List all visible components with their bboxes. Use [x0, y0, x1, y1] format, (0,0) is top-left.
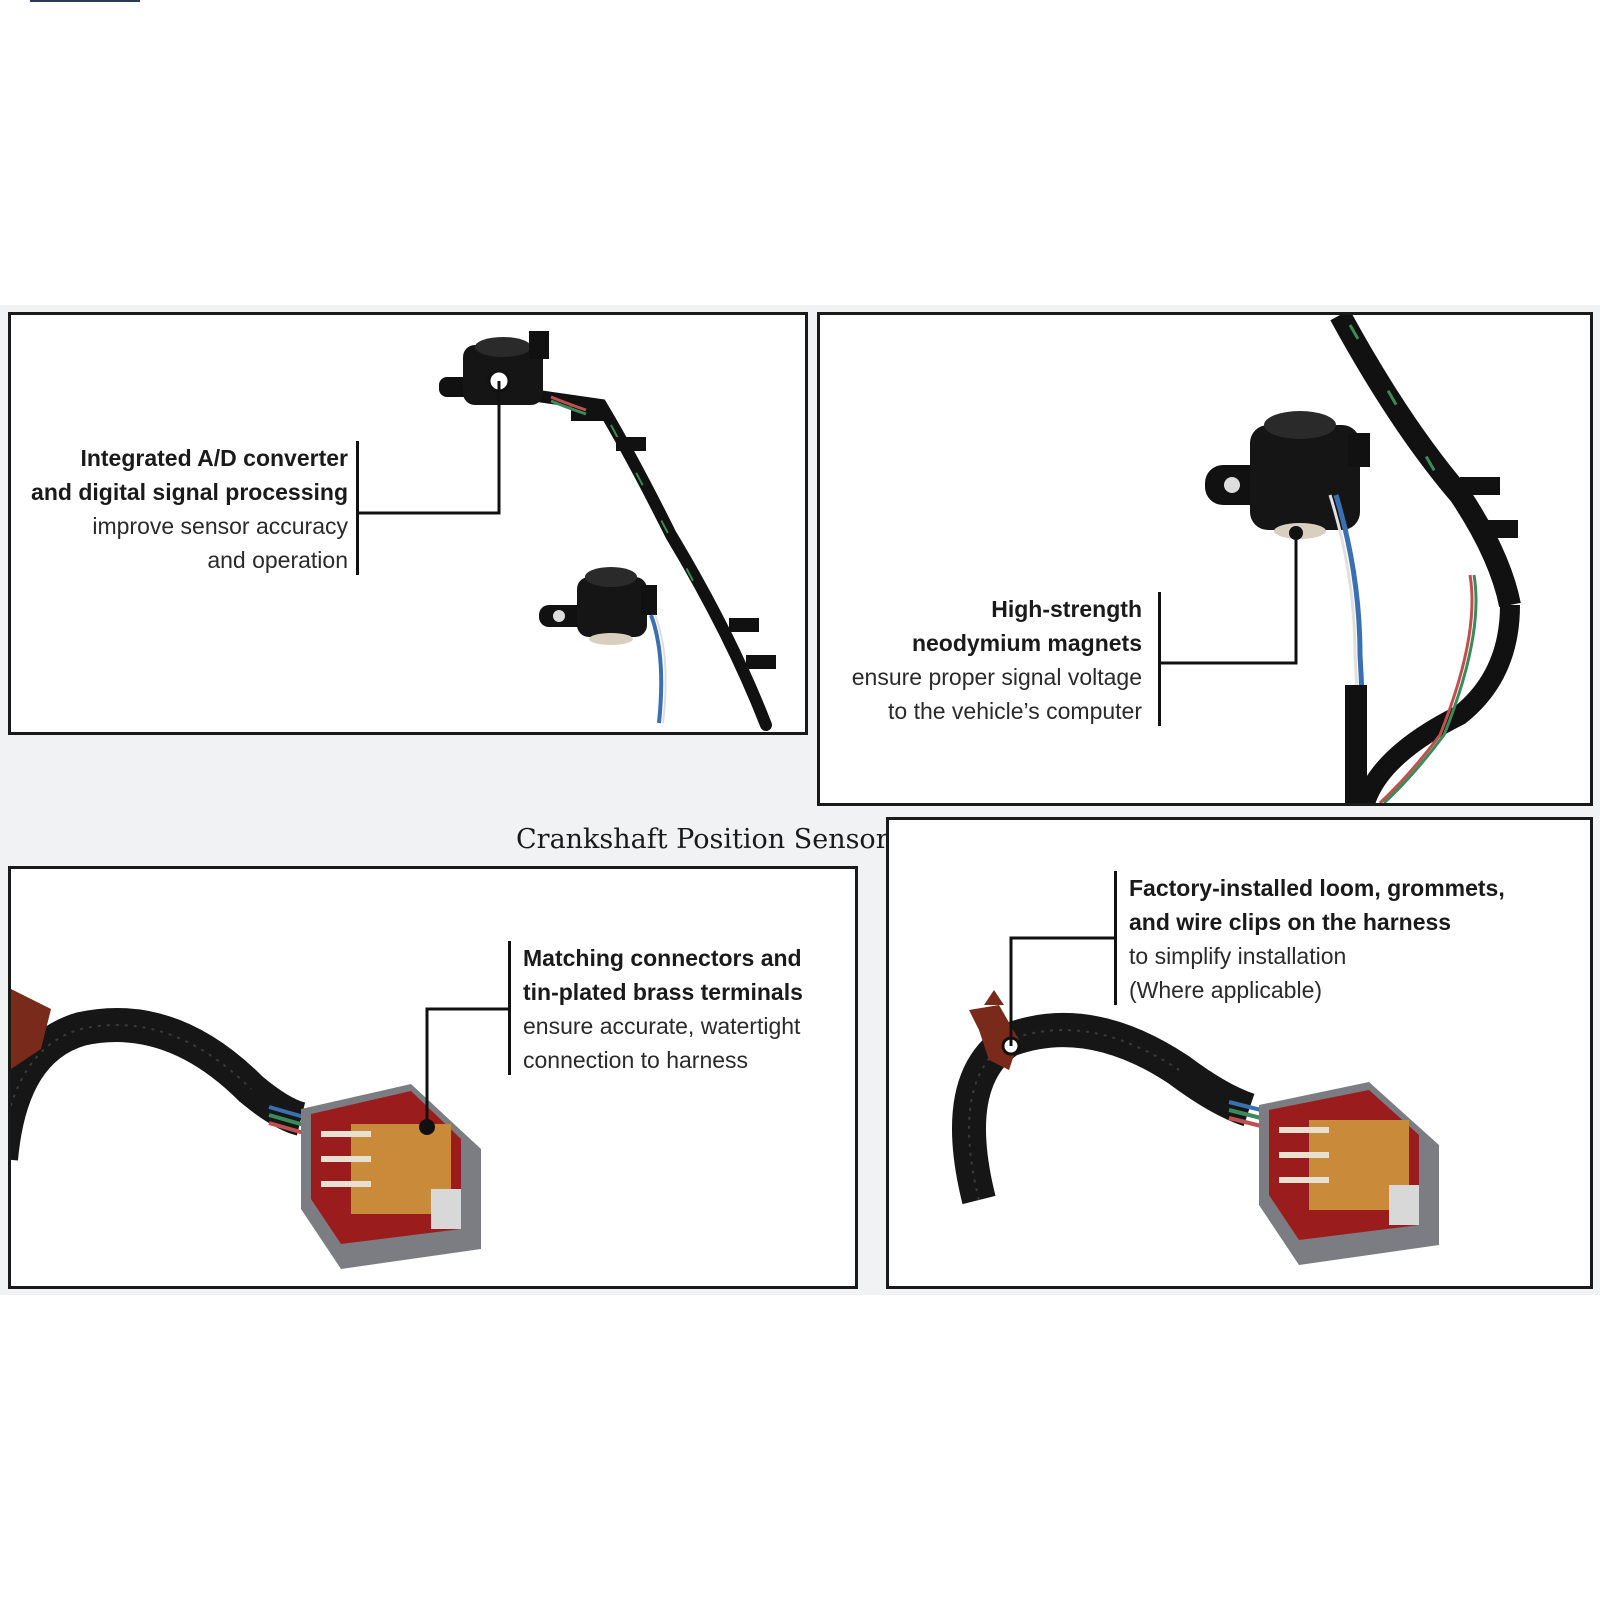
callout-magnets: High-strength neodymium magnets ensure p… [852, 592, 1142, 728]
callout-text-line: (Where applicable) [1129, 977, 1323, 1003]
callout-bold-line: neodymium magnets [911, 630, 1142, 656]
panel-ad-converter: Integrated A/D converter and digital sig… [8, 312, 808, 735]
callout-text-line: ensure proper signal voltage [851, 664, 1142, 690]
callout-text-line: connection to harness [523, 1047, 749, 1073]
callout-text-line: to simplify installation [1129, 943, 1347, 969]
loom-harness-illustration [952, 936, 1439, 1265]
lower-sensor [539, 567, 657, 645]
callout-text-line: improve sensor accuracy [92, 513, 348, 539]
callout-bold-line: Integrated A/D converter [80, 445, 348, 471]
callout-bold-line: High-strength [991, 596, 1142, 622]
top-accent-line [30, 0, 140, 2]
callout-bold-line: and digital signal processing [31, 479, 348, 505]
callout-ad-converter: Integrated A/D converter and digital sig… [31, 441, 348, 577]
callout-text-line: and operation [207, 547, 348, 573]
callout-loom: Factory-installed loom, grommets, and wi… [1129, 871, 1505, 1007]
callout-bold-line: and wire clips on the harness [1129, 909, 1452, 935]
panel-magnets: High-strength neodymium magnets ensure p… [817, 312, 1593, 806]
sensor-closeup-illustration [1160, 315, 1521, 803]
callout-bar [356, 441, 359, 575]
connector-housing [301, 1084, 481, 1269]
callout-bar [508, 941, 511, 1075]
panel-loom: Factory-installed loom, grommets, and wi… [886, 817, 1593, 1289]
callout-text-line: ensure accurate, watertight [523, 1013, 801, 1039]
panel-connectors: Matching connectors and tin-plated brass… [8, 866, 858, 1289]
callout-bar [1114, 871, 1117, 1005]
callout-bar [1158, 592, 1161, 726]
sensor-harness-illustration [359, 331, 776, 731]
upper-sensor [439, 331, 549, 405]
callout-connectors: Matching connectors and tin-plated brass… [523, 941, 803, 1077]
connector-housing [1259, 1082, 1439, 1265]
page-title: Crankshaft Position Sensor [516, 824, 889, 855]
callout-bold-line: Factory-installed loom, grommets, [1129, 875, 1505, 901]
callout-bold-line: Matching connectors and [523, 945, 802, 971]
callout-bold-line: tin-plated brass terminals [523, 979, 803, 1005]
callout-text-line: to the vehicle’s computer [888, 698, 1142, 724]
connector-cutaway-illustration [11, 989, 509, 1269]
